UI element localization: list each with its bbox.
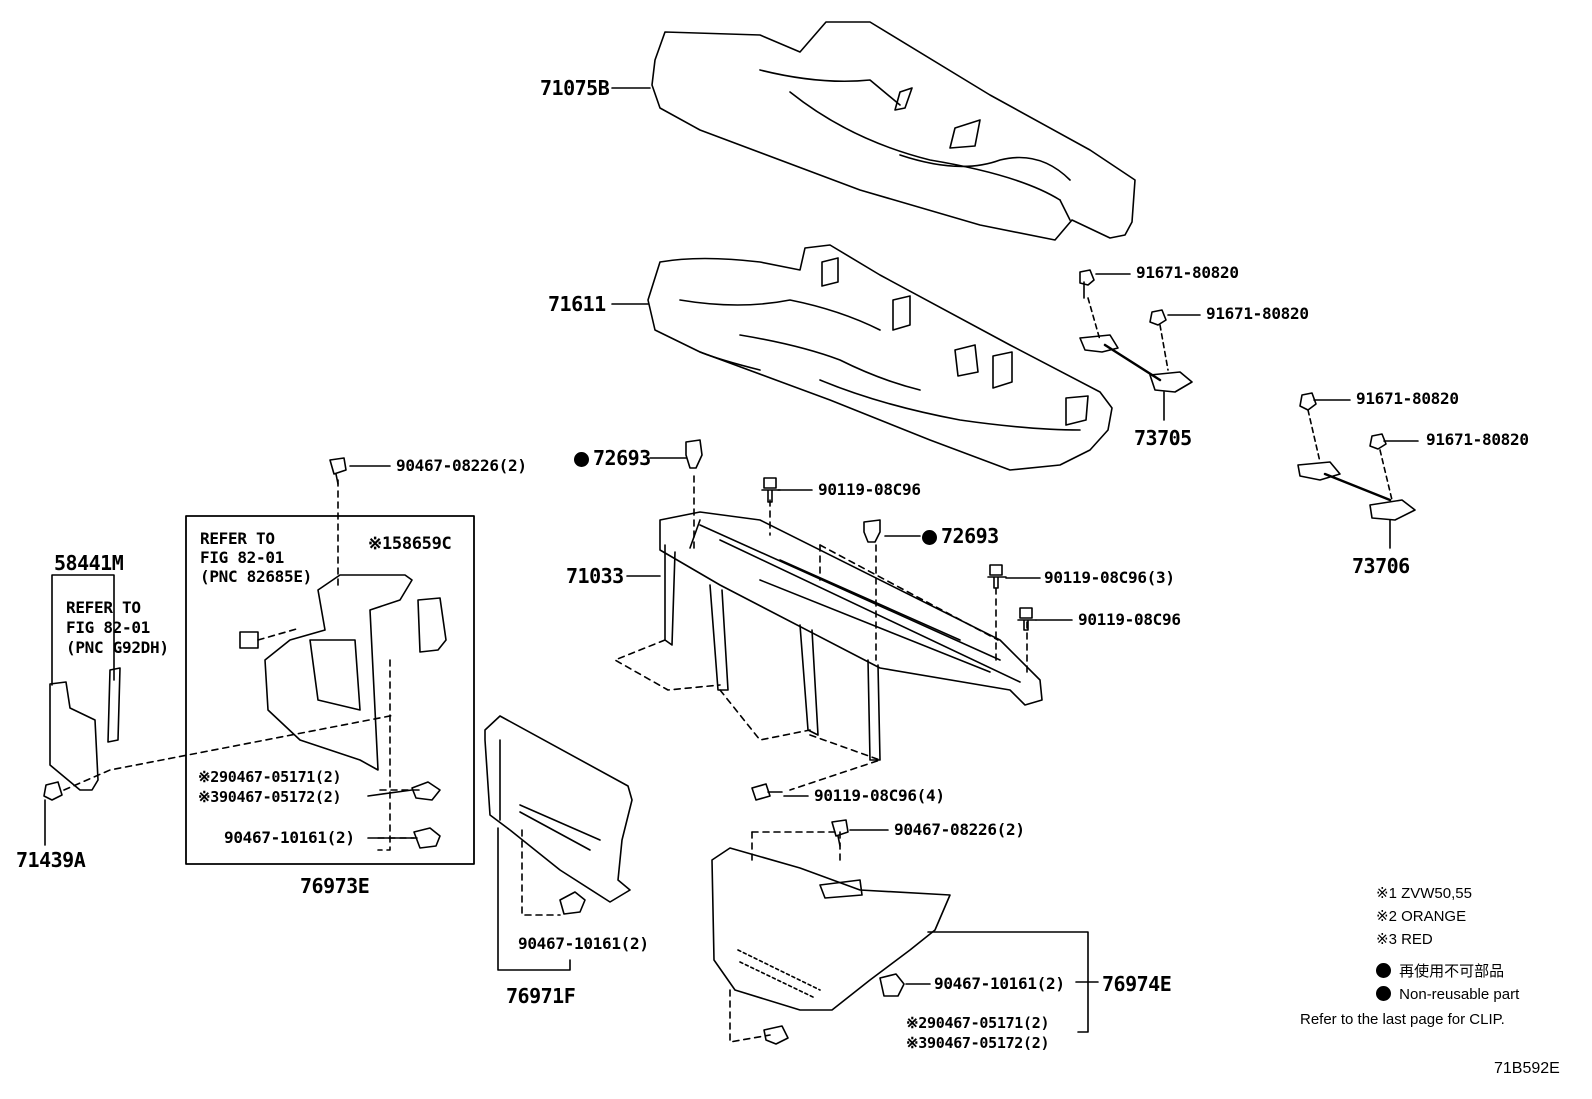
label-90119-b[interactable]: 90119-08C96(3) <box>1044 568 1175 587</box>
label-71033[interactable]: 71033 <box>566 564 624 588</box>
refer-box-line2: FIG 82-01 <box>200 548 284 567</box>
label-90119-a[interactable]: 90119-08C96 <box>818 480 921 499</box>
label-90467-08226-a[interactable]: 90467-08226(2) <box>396 456 527 475</box>
label-90467-05171-a[interactable]: ※290467-05171(2) <box>198 768 342 786</box>
non-reusable-dot-icon <box>574 452 589 467</box>
label-90467-10161-a[interactable]: 90467-10161(2) <box>224 828 355 847</box>
refer-box-line1: REFER TO <box>200 529 275 548</box>
panel-76974e-dashed <box>729 831 841 1043</box>
label-73705[interactable]: 73705 <box>1134 426 1192 450</box>
panel-76974e-drawing <box>711 847 951 1011</box>
non-reusable-dot-icon <box>1376 986 1391 1001</box>
label-90467-10161-c[interactable]: 90467-10161(2) <box>934 974 1065 993</box>
bracket-73706-drawing <box>1297 392 1416 549</box>
label-158659c[interactable]: ※158659C <box>368 534 452 554</box>
non-reusable-dot-icon <box>922 530 937 545</box>
label-76973e[interactable]: 76973E <box>300 874 370 898</box>
panel-76973e-drawing <box>239 574 447 771</box>
seat-frame-drawing <box>659 511 1043 761</box>
non-reusable-dot-icon <box>1376 963 1391 978</box>
panel-76973e-box <box>185 515 475 865</box>
refer-box-line3: (PNC 82685E) <box>200 567 312 586</box>
label-91671-c[interactable]: 91671-80820 <box>1356 389 1459 408</box>
label-90467-05172-b[interactable]: ※390467-05172(2) <box>906 1034 1050 1052</box>
frame-dashed-links <box>614 475 1028 791</box>
label-76974e[interactable]: 76974E <box>1102 972 1172 996</box>
label-72693-a-text: 72693 <box>593 446 651 470</box>
panel-76971f-lines <box>497 827 586 971</box>
label-58441m[interactable]: 58441M <box>54 551 124 575</box>
label-91671-d[interactable]: 91671-80820 <box>1426 430 1529 449</box>
label-90119-d[interactable]: 90119-08C96(4) <box>814 786 945 805</box>
label-71439a[interactable]: 71439A <box>16 848 86 872</box>
label-72693-a[interactable]: 72693 <box>574 448 651 468</box>
leader-lines <box>44 87 1419 985</box>
panel-76974e-lines <box>763 931 1099 1045</box>
label-73706[interactable]: 73706 <box>1352 554 1410 578</box>
label-72693-b[interactable]: 72693 <box>922 526 999 546</box>
note-3: ※3 RED <box>1376 931 1433 948</box>
note-1: ※1 ZVW50,55 <box>1376 885 1472 902</box>
note-4: 再使用不可部品 <box>1376 960 1504 981</box>
label-90467-08226-b[interactable]: 90467-08226(2) <box>894 820 1025 839</box>
note-5: Non-reusable part <box>1376 986 1519 1003</box>
note-4-text: 再使用不可部品 <box>1399 963 1505 980</box>
bracket-73705-drawing <box>1079 269 1193 421</box>
bracket-58441m-drawing <box>43 574 121 801</box>
refer-left-line3: (PNC G92DH) <box>66 638 169 657</box>
label-90467-10161-b[interactable]: 90467-10161(2) <box>518 934 649 953</box>
label-71075b[interactable]: 71075B <box>540 76 610 100</box>
diagram-id: 71B592E <box>1494 1060 1560 1077</box>
refer-left-line2: FIG 82-01 <box>66 618 150 637</box>
note-2: ※2 ORANGE <box>1376 908 1467 925</box>
label-71611[interactable]: 71611 <box>548 292 606 316</box>
label-72693-b-text: 72693 <box>941 524 999 548</box>
refer-left-line1: REFER TO <box>66 598 141 617</box>
label-90467-05172-a[interactable]: ※390467-05172(2) <box>198 788 342 806</box>
note-5-text: Non-reusable part <box>1399 986 1520 1003</box>
note-6: Refer to the last page for CLIP. <box>1300 1011 1505 1028</box>
label-90467-05171-b[interactable]: ※290467-05171(2) <box>906 1014 1050 1032</box>
clip-shapes-76973e <box>411 781 441 849</box>
label-76971f[interactable]: 76971F <box>506 984 576 1008</box>
label-90119-c[interactable]: 90119-08C96 <box>1078 610 1181 629</box>
panel-76971f-drawing <box>484 715 633 903</box>
label-91671-a[interactable]: 91671-80820 <box>1136 263 1239 282</box>
link-71439a-dashed <box>63 714 396 791</box>
label-91671-b[interactable]: 91671-80820 <box>1206 304 1309 323</box>
seat-cushion-drawing <box>647 244 1113 471</box>
seat-back-cover-drawing <box>651 21 1136 241</box>
